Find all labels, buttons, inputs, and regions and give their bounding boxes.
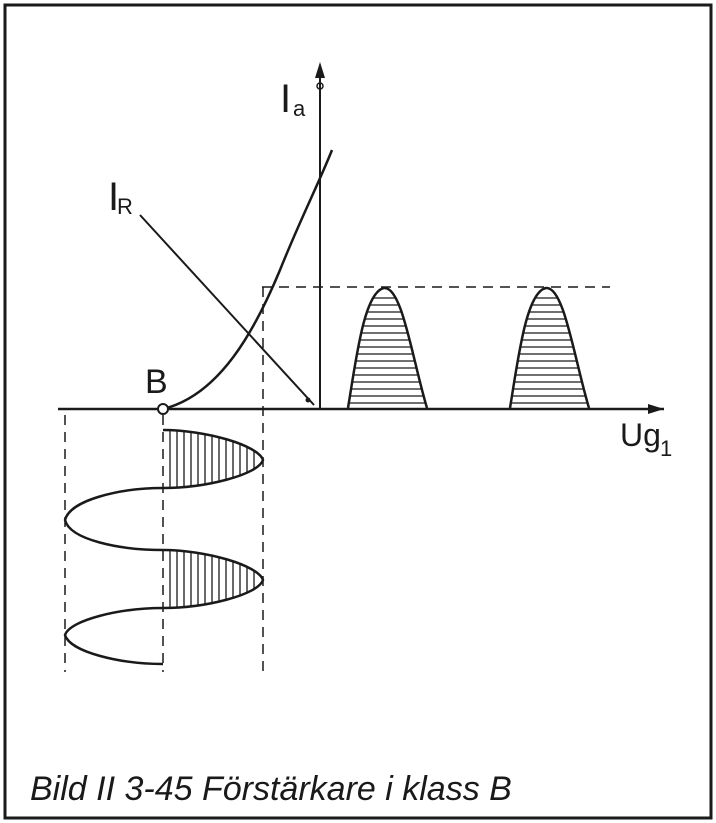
resistance-line-end-marker xyxy=(305,397,311,403)
tube-characteristic-curve xyxy=(162,149,334,411)
bias-point-marker xyxy=(157,403,169,415)
resistance-line-label-subscript: R xyxy=(117,194,133,219)
anode-current-axis-end-marker xyxy=(316,82,324,90)
resistance-line xyxy=(139,214,315,406)
anode-current-label: I xyxy=(280,77,291,121)
grid-voltage-label-subscript: 1 xyxy=(660,436,672,461)
output-current-pulse-1 xyxy=(346,286,429,409)
bias-point-label: B xyxy=(145,363,168,401)
grid-voltage-axis-arrow-icon xyxy=(648,404,664,414)
anode-current-label-subscript: a xyxy=(293,96,306,121)
grid-voltage-label: Ug xyxy=(620,417,661,453)
anode-current-axis-arrow-icon xyxy=(315,62,325,78)
figure-frame xyxy=(3,3,713,820)
figure-caption: Bild II 3-45 Förstärkare i klass B xyxy=(30,770,512,808)
resistance-line-label: I xyxy=(108,175,119,219)
output-current-pulse-2 xyxy=(508,286,591,409)
